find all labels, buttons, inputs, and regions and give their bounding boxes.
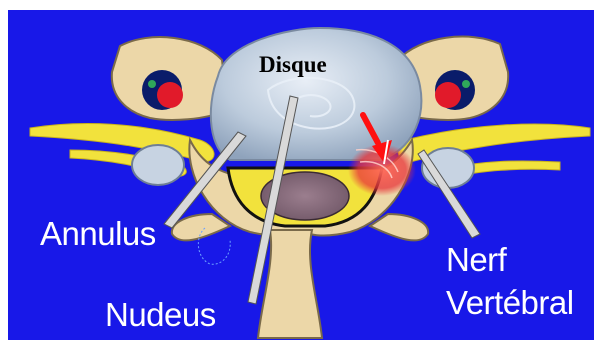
label-vertebral: Vertébral <box>446 286 574 319</box>
label-annulus: Annulus <box>40 217 156 250</box>
label-nucleus: Nudeus <box>105 298 216 331</box>
label-disque: Disque <box>259 53 327 76</box>
label-nerf: Nerf <box>446 243 506 276</box>
